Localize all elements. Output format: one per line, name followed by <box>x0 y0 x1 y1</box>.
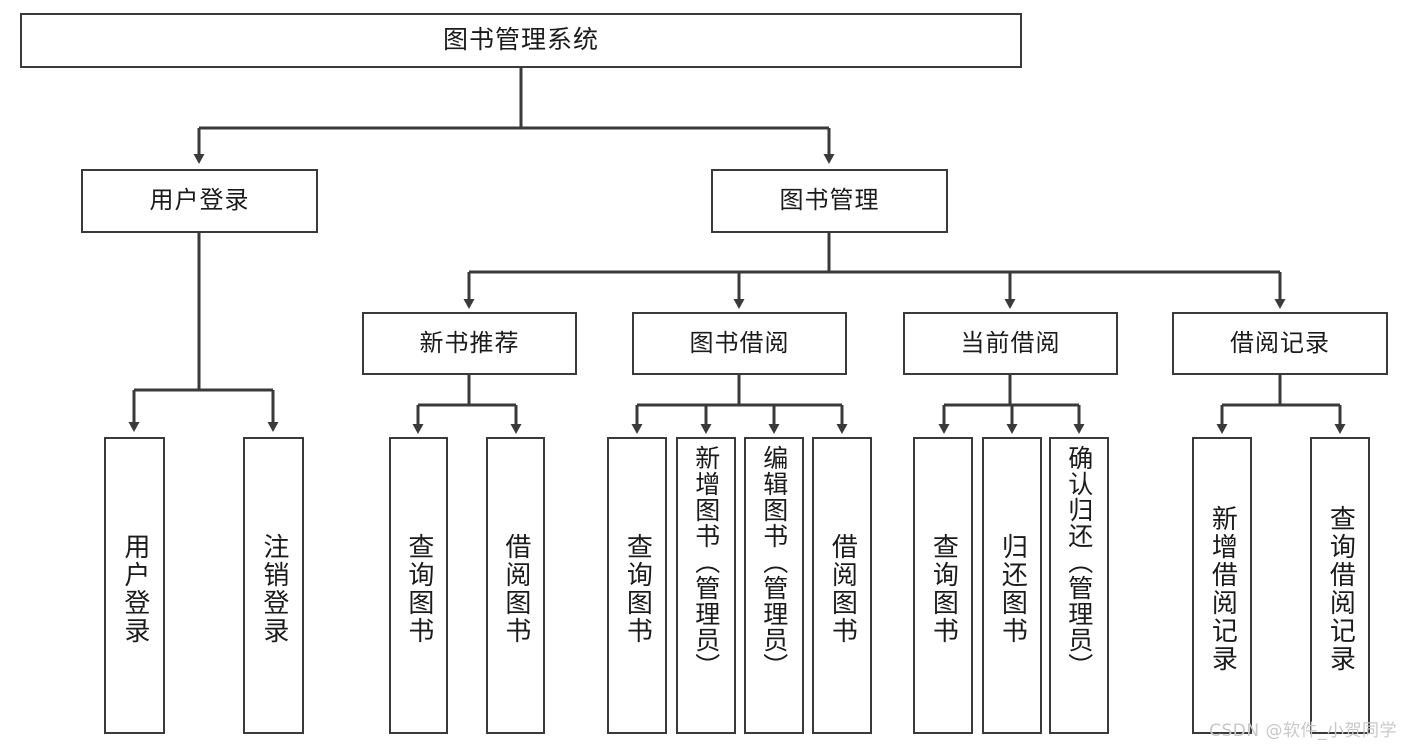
node-label: 新书推荐 <box>419 328 520 357</box>
node-label: 新增图书（管理员） <box>691 445 721 679</box>
node-label: 归还图书 <box>997 532 1028 645</box>
leaf-current-confirm-return-admin[interactable]: 确认归还（管理员） <box>1049 437 1109 734</box>
node-label: 借阅图书 <box>500 532 531 645</box>
node-label: 查询图书 <box>403 532 434 645</box>
node-label: 注销登录 <box>258 532 289 645</box>
node-label: 新增借阅记录 <box>1207 504 1238 673</box>
leaf-borrow-query-book[interactable]: 查询图书 <box>607 437 667 734</box>
node-label: 用户登录 <box>149 186 250 215</box>
leaf-recommend-borrow-book[interactable]: 借阅图书 <box>486 437 545 734</box>
leaf-borrow-edit-book-admin[interactable]: 编辑图书（管理员） <box>744 437 804 734</box>
node-new-book-recommend[interactable]: 新书推荐 <box>362 312 577 375</box>
node-label: 借阅记录 <box>1230 328 1330 357</box>
node-user-login[interactable]: 用户登录 <box>81 169 318 233</box>
node-book-management[interactable]: 图书管理 <box>711 169 948 233</box>
node-label: 图书管理系统 <box>442 25 599 55</box>
leaf-borrow-borrow-book[interactable]: 借阅图书 <box>812 437 872 734</box>
node-label: 查询图书 <box>622 532 653 645</box>
node-label: 编辑图书（管理员） <box>759 445 789 679</box>
leaf-user-login-logout[interactable]: 注销登录 <box>243 437 304 734</box>
node-label: 当前借阅 <box>960 328 1061 357</box>
leaf-current-query-book[interactable]: 查询图书 <box>913 437 973 734</box>
node-root-book-management-system[interactable]: 图书管理系统 <box>20 13 1022 68</box>
node-label: 查询图书 <box>928 532 959 645</box>
leaf-current-return-book[interactable]: 归还图书 <box>982 437 1042 734</box>
leaf-record-add-record[interactable]: 新增借阅记录 <box>1192 437 1252 734</box>
leaf-record-query-record[interactable]: 查询借阅记录 <box>1310 437 1370 734</box>
leaf-recommend-query-book[interactable]: 查询图书 <box>389 437 448 734</box>
leaf-user-login-login[interactable]: 用户登录 <box>104 437 165 734</box>
node-label: 用户登录 <box>119 532 150 645</box>
node-label: 确认归还（管理员） <box>1064 445 1094 679</box>
leaf-borrow-add-book-admin[interactable]: 新增图书（管理员） <box>676 437 736 734</box>
node-book-borrow[interactable]: 图书借阅 <box>632 312 847 375</box>
watermark: CSDN @软件_小贺同学 <box>1209 721 1397 741</box>
node-borrow-record[interactable]: 借阅记录 <box>1172 312 1388 375</box>
node-label: 查询借阅记录 <box>1325 504 1356 673</box>
node-label: 图书借阅 <box>689 328 790 357</box>
node-label: 图书管理 <box>779 186 880 215</box>
node-label: 借阅图书 <box>827 532 858 645</box>
node-current-borrow[interactable]: 当前借阅 <box>903 312 1118 375</box>
